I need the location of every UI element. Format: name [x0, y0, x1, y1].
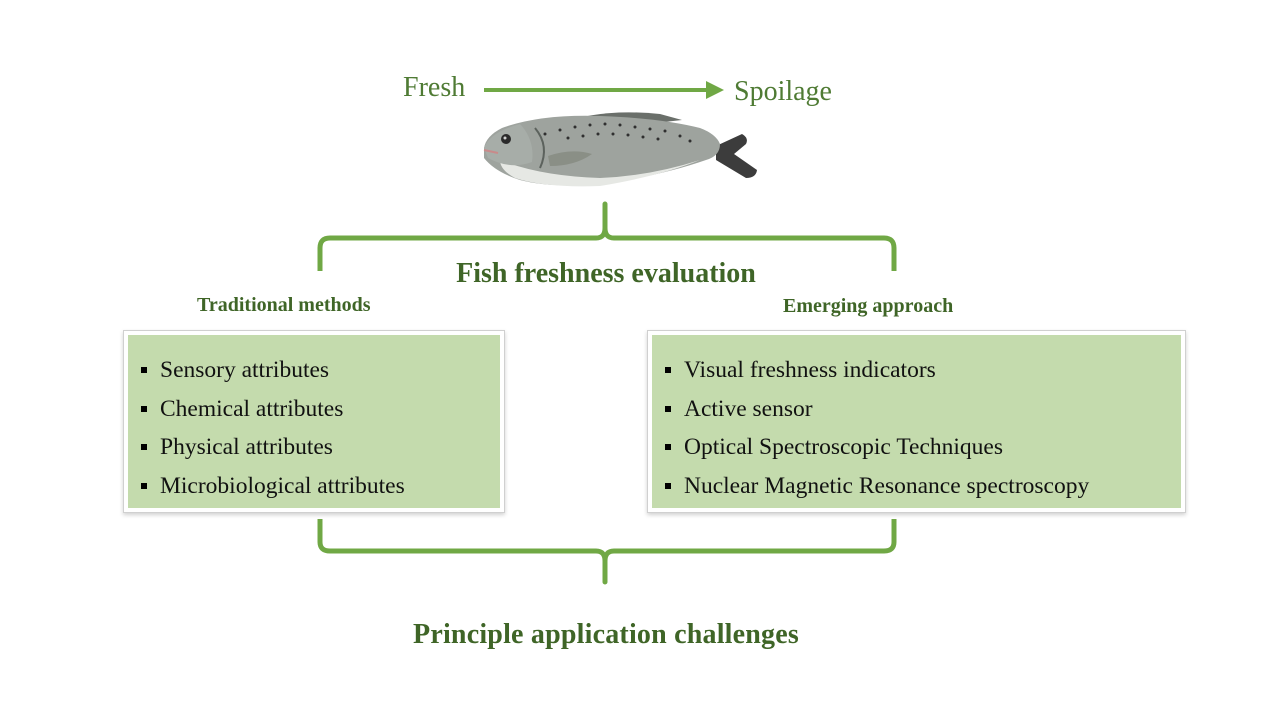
list-item: Physical attributes	[138, 428, 500, 467]
list-item-label: Microbiological attributes	[160, 472, 405, 499]
list-item: Nuclear Magnetic Resonance spectroscopy	[662, 467, 1181, 506]
traditional-methods-heading: Traditional methods	[197, 294, 371, 316]
list-item: Sensory attributes	[138, 351, 500, 390]
list-item: Chemical attributes	[138, 390, 500, 429]
emerging-approach-box: Visual freshness indicators Active senso…	[648, 331, 1185, 512]
list-item: Active sensor	[662, 390, 1181, 429]
bullet-icon	[141, 367, 147, 373]
bullet-icon	[141, 405, 147, 412]
fresh-label: Fresh	[403, 72, 466, 103]
list-item-label: Nuclear Magnetic Resonance spectroscopy	[684, 472, 1090, 499]
spoilage-label: Spoilage	[734, 76, 832, 107]
bullet-icon	[141, 482, 147, 489]
list-item-label: Active sensor	[684, 395, 813, 422]
emerging-approach-heading: Emerging approach	[783, 295, 954, 317]
list-item-label: Optical Spectroscopic Techniques	[684, 434, 1003, 460]
list-item-label: Sensory attributes	[160, 357, 330, 383]
main-title: Fish freshness evaluation	[456, 258, 756, 289]
bottom-brace	[317, 519, 897, 585]
bullet-icon	[665, 444, 671, 450]
traditional-methods-list: Sensory attributes Chemical attributes P…	[128, 335, 500, 505]
emerging-approach-list: Visual freshness indicators Active senso…	[652, 335, 1181, 505]
bullet-icon	[665, 482, 671, 489]
list-item-label: Chemical attributes	[160, 395, 344, 422]
traditional-methods-box: Sensory attributes Chemical attributes P…	[124, 331, 504, 512]
bullet-icon	[141, 444, 147, 450]
list-item-label: Physical attributes	[160, 434, 333, 460]
bullet-icon	[665, 405, 671, 412]
list-item: Microbiological attributes	[138, 467, 500, 506]
freshness-arrow	[484, 81, 724, 99]
fish-illustration	[483, 112, 757, 187]
challenges-title: Principle application challenges	[413, 619, 799, 650]
list-item: Optical Spectroscopic Techniques	[662, 428, 1181, 467]
bullet-icon	[665, 367, 671, 373]
list-item: Visual freshness indicators	[662, 351, 1181, 390]
list-item-label: Visual freshness indicators	[684, 357, 936, 383]
